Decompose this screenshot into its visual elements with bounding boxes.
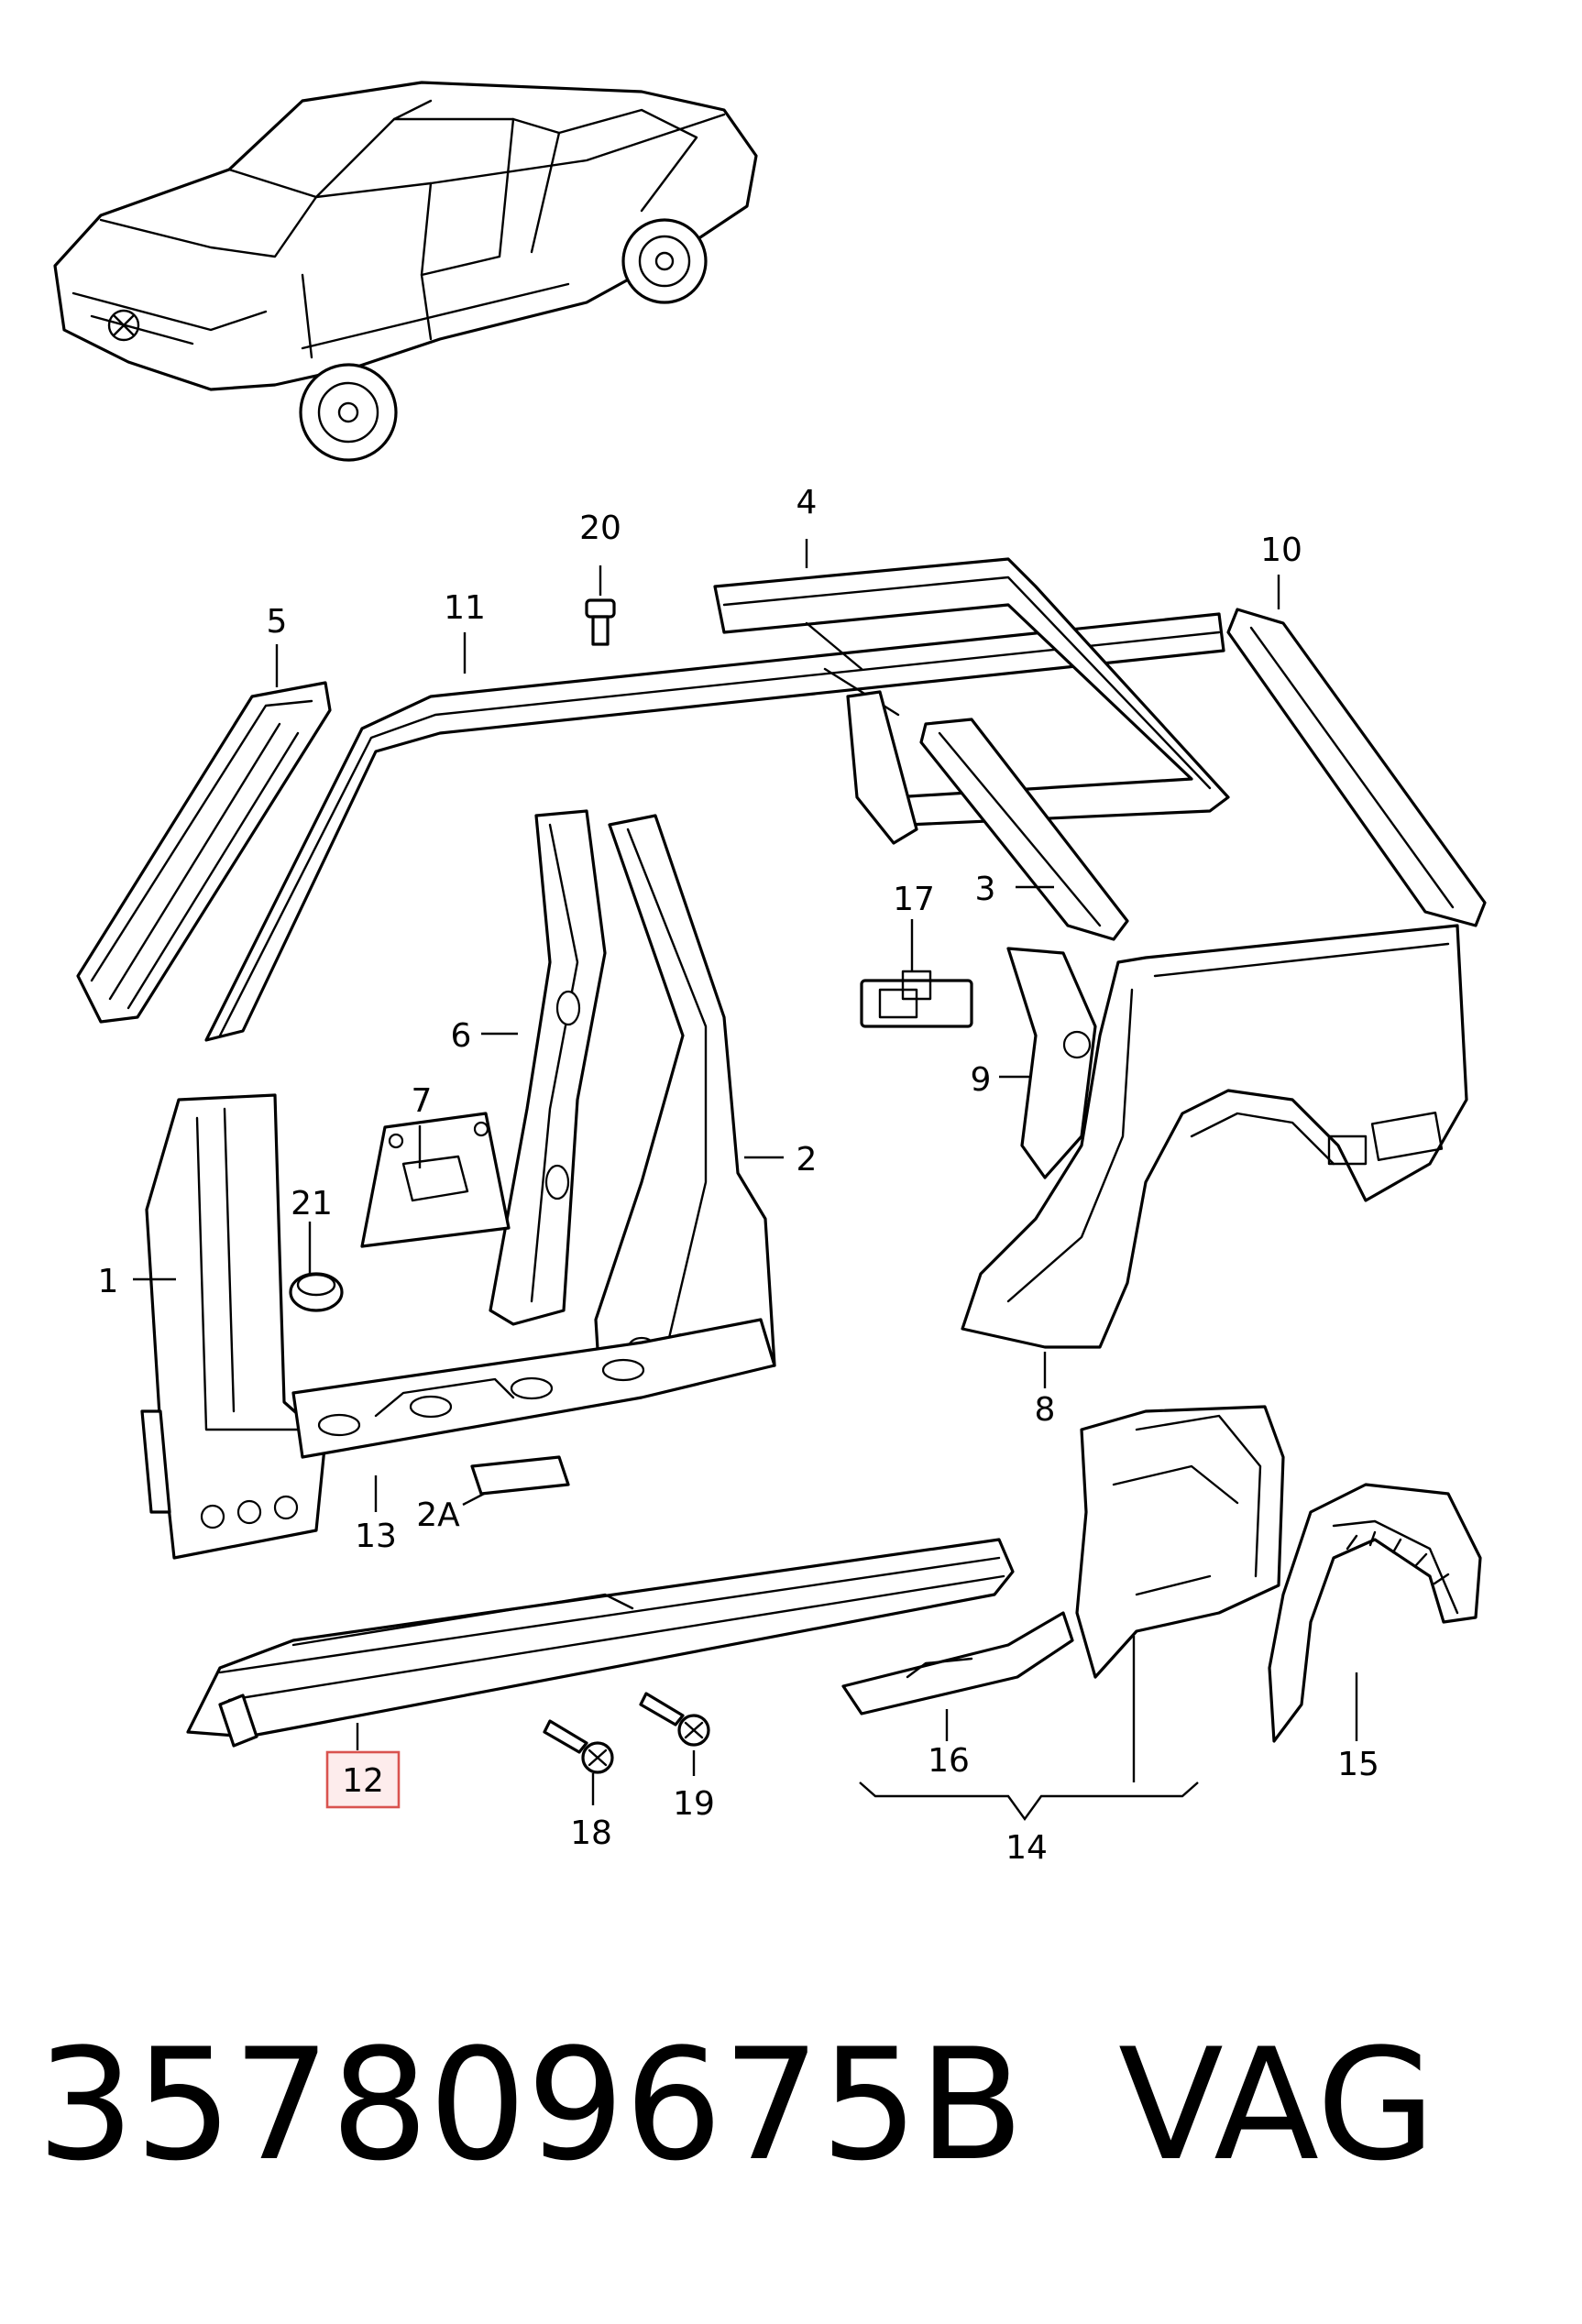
part-16-wheel-housing-section (841, 1611, 1074, 1716)
part-6-b-pillar-inner (489, 809, 607, 1326)
callout-labels: 20 4 11 5 10 17 3 6 7 2 9 21 1 8 13 2A 1… (98, 484, 1379, 1867)
part-11-roof-side-rail (204, 612, 1225, 1042)
callout-3: 3 (975, 871, 996, 908)
callout-10: 10 (1260, 532, 1302, 569)
callout-2: 2 (796, 1141, 818, 1178)
part-3-c-pillar (846, 690, 1129, 941)
brand-label: VAG (1118, 2015, 1435, 2195)
part-18-screw (543, 1719, 614, 1774)
leader-lines (133, 539, 1358, 1822)
part-10-d-pillar (1226, 608, 1487, 927)
callout-8: 8 (1035, 1391, 1056, 1429)
part-2-b-pillar-outer (594, 814, 776, 1395)
callout-15: 15 (1337, 1746, 1379, 1783)
vehicle-overview-illustration (53, 81, 758, 462)
callout-17: 17 (893, 881, 935, 918)
part-14-wheel-housing-inner (1075, 1405, 1285, 1679)
part-4-roof-frame (713, 557, 1230, 827)
callout-9: 9 (971, 1061, 992, 1099)
part-15-wheel-arch-liner (1268, 1483, 1482, 1743)
part-1-a-pillar-lower (140, 1093, 327, 1560)
callout-19: 19 (673, 1785, 715, 1823)
callout-20: 20 (579, 510, 621, 547)
callout-13: 13 (355, 1518, 397, 1555)
part-17-bracket (860, 970, 973, 1028)
part-21-plug (289, 1272, 344, 1312)
part-9-inner-panel (1006, 947, 1097, 1179)
callout-7: 7 (412, 1082, 433, 1120)
part-8-quarter-panel (961, 924, 1468, 1349)
part-caption: 357809675B VAG (37, 2015, 1435, 2195)
callout-18: 18 (570, 1814, 612, 1852)
callout-4: 4 (796, 484, 818, 521)
part-7-latch-plate (360, 1112, 511, 1248)
callout-21: 21 (291, 1185, 333, 1222)
callout-14: 14 (1005, 1829, 1048, 1867)
callout-6: 6 (451, 1017, 472, 1055)
part-5-a-pillar (76, 681, 332, 1024)
part-13-inner-sill (291, 1318, 776, 1459)
callout-12: 12 (342, 1762, 384, 1800)
callout-5: 5 (267, 603, 288, 641)
callout-11: 11 (444, 589, 486, 627)
part-20-plug (585, 598, 616, 646)
part-2a-pad (470, 1455, 570, 1496)
part-number: 357809675B (37, 2015, 1024, 2195)
callout-16: 16 (928, 1742, 970, 1780)
callout-2a: 2A (416, 1496, 460, 1534)
part-12-outer-sill (186, 1538, 1015, 1748)
part-19-screw (639, 1692, 710, 1747)
callout-1: 1 (98, 1263, 119, 1300)
callout-12-highlight-box (325, 1750, 401, 1809)
